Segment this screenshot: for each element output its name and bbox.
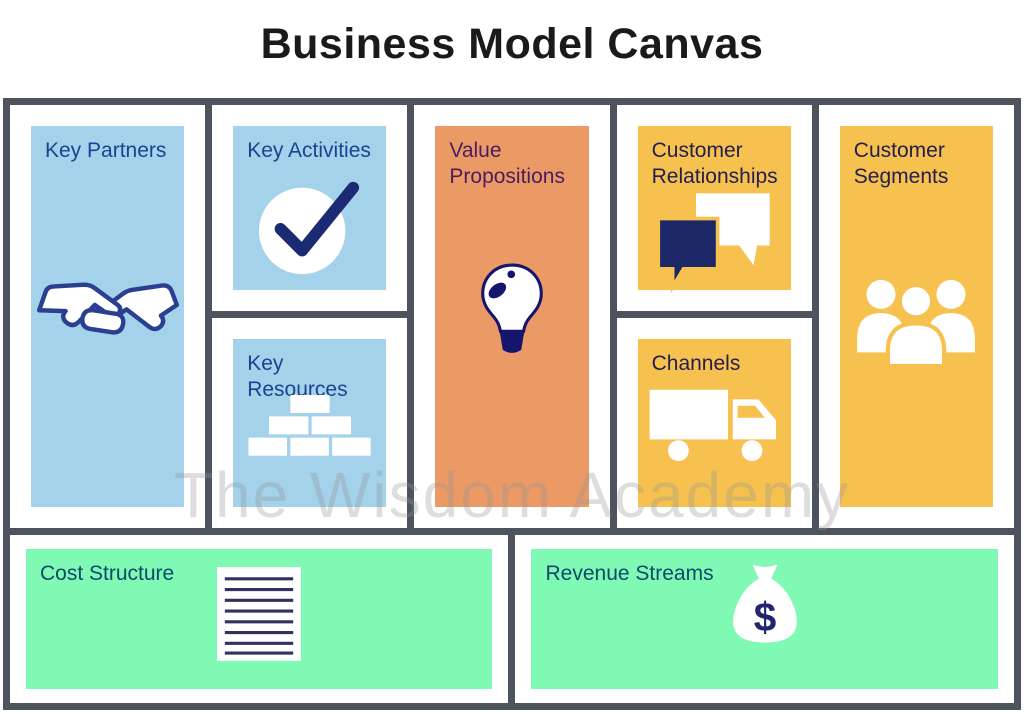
- channels-label: Channels: [651, 352, 741, 375]
- cell-key-resources: Key Resources: [212, 318, 408, 528]
- delivery-truck-icon: [649, 389, 777, 461]
- key-activities-box: Key Activities: [233, 126, 387, 290]
- cell-revenue-streams: Revenue Streams $: [515, 535, 1014, 703]
- key-partners-box: Key Partners: [31, 126, 185, 507]
- customer-relationships-label: Customer Relationships: [651, 139, 778, 189]
- key-activities-label: Key Activities: [247, 139, 371, 162]
- cell-channels: Channels: [616, 318, 812, 528]
- cost-structure-box: Cost Structure: [26, 549, 493, 689]
- cell-key-activities: Key Activities: [212, 105, 408, 311]
- speech-bubbles-icon: [656, 193, 770, 294]
- money-bag-icon: $: [732, 564, 797, 643]
- key-resources-box: Key Resources: [233, 339, 387, 507]
- dollar-sign: $: [753, 594, 776, 640]
- revenue-streams-label: Revenue Streams: [545, 562, 714, 585]
- revenue-streams-box: Revenue Streams $: [531, 549, 998, 689]
- cell-cost-structure: Cost Structure: [10, 535, 509, 703]
- customer-segments-box: Customer Segments: [839, 126, 993, 507]
- value-propositions-box: Value Propositions: [435, 126, 589, 507]
- handshake-icon: [36, 282, 179, 335]
- key-partners-label: Key Partners: [45, 139, 167, 162]
- value-propositions-label: Value Propositions: [449, 139, 565, 189]
- lightbulb-icon: [481, 263, 543, 353]
- customer-relationships-box: Customer Relationships: [637, 126, 791, 294]
- lined-document-icon: [217, 567, 302, 661]
- people-group-icon: [857, 279, 976, 368]
- cell-value-propositions: Value Propositions: [414, 105, 610, 528]
- cell-customer-segments: Customer Segments: [818, 105, 1014, 528]
- checkmark-circle-icon: [258, 181, 359, 275]
- channels-box: Channels: [637, 339, 791, 507]
- page-title: Business Model Canvas: [260, 20, 764, 68]
- cell-customer-relationships: Customer Relationships: [616, 105, 812, 311]
- cost-structure-label: Cost Structure: [40, 562, 175, 585]
- bricks-icon: [248, 395, 371, 456]
- customer-segments-label: Customer Segments: [853, 139, 949, 189]
- business-model-canvas-grid: Key Partners Key Activities Key Resource…: [3, 98, 1021, 710]
- cell-key-partners: Key Partners: [10, 105, 206, 528]
